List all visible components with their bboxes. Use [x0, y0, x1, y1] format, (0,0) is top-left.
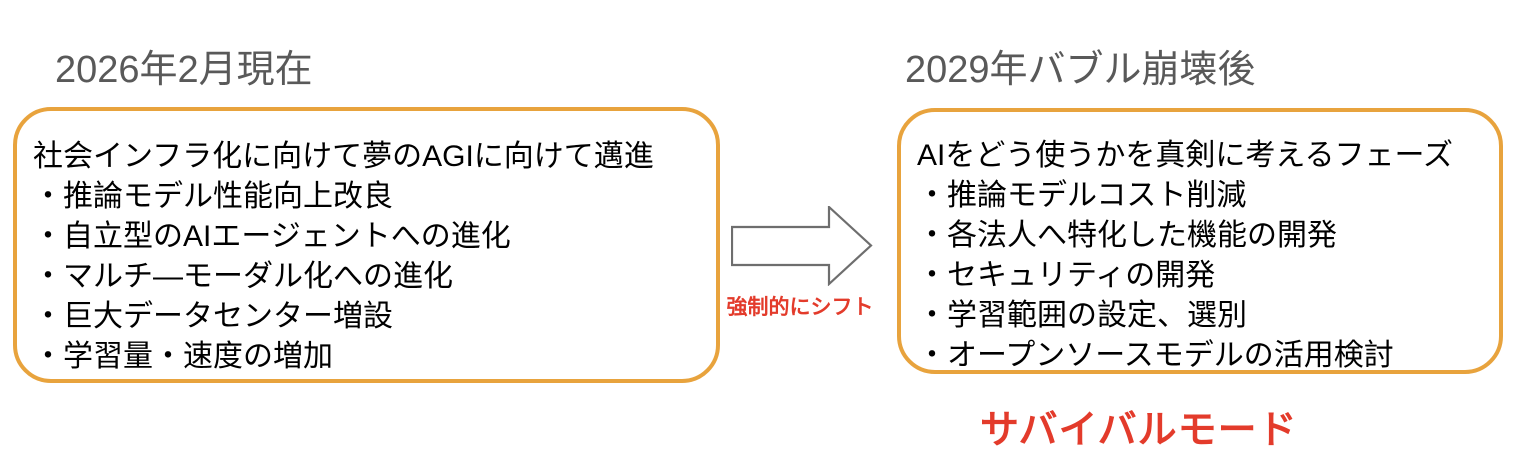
right-phase-box: AIをどう使うかを真剣に考えるフェーズ ・推論モデルコスト削減 ・各法人へ特化し… [897, 108, 1503, 374]
right-box-item: ・各法人へ特化した機能の開発 [917, 219, 1337, 252]
left-box-item: ・自立型のAIエージェントへの進化 [33, 220, 511, 253]
left-phase-box: 社会インフラ化に向けて夢のAGIに向けて邁進 ・推論モデル性能向上改良 ・自立型… [13, 107, 720, 383]
left-box-item: ・マルチ—モーダル化への進化 [33, 260, 453, 293]
right-box-item: ・学習範囲の設定、選別 [917, 299, 1247, 332]
left-phase-title: 2026年2月現在 [55, 49, 313, 91]
survival-mode-caption: サバイバルモード [980, 409, 1298, 452]
left-box-heading: 社会インフラ化に向けて夢のAGIに向けて邁進 [33, 140, 654, 173]
left-box-item: ・巨大データセンター増設 [33, 300, 393, 333]
forced-shift-label: 強制的にシフト [726, 296, 874, 319]
right-box-item: ・オープンソースモデルの活用検討 [917, 339, 1394, 372]
left-box-item: ・推論モデル性能向上改良 [33, 180, 393, 213]
left-box-item: ・学習量・速度の増加 [33, 340, 333, 373]
right-box-heading: AIをどう使うかを真剣に考えるフェーズ [917, 139, 1453, 172]
right-phase-title: 2029年バブル崩壊後 [905, 49, 1256, 91]
right-box-item: ・推論モデルコスト削減 [917, 179, 1247, 212]
right-box-item: ・セキュリティの開発 [917, 259, 1216, 292]
right-arrow-icon [731, 206, 873, 286]
